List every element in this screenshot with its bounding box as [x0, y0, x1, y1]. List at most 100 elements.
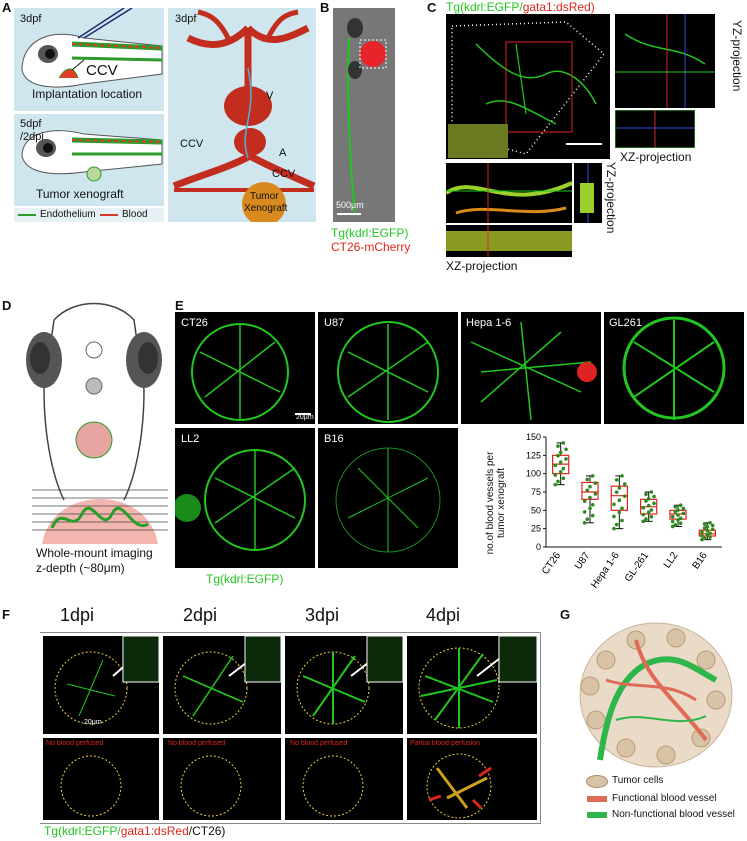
data-point — [617, 486, 622, 490]
tile-ct26-label: CT26 — [181, 317, 208, 329]
y-tick-label: 100 — [526, 469, 541, 479]
data-point — [673, 509, 678, 514]
zebrafish-5dpf-illustration — [21, 130, 163, 182]
blood-swatch — [100, 214, 118, 216]
tp-4dpi: 4dpi — [426, 605, 461, 625]
legend-func: Functional blood vessel — [612, 793, 717, 804]
yz-projection-right-image — [615, 14, 715, 108]
tile-ll2-label: LL2 — [181, 433, 200, 445]
data-point — [556, 444, 560, 448]
data-point — [649, 490, 654, 494]
stage-3dpf-left: 3dpf — [20, 13, 42, 25]
data-point — [561, 441, 566, 445]
data-point — [676, 513, 680, 517]
panel-c-yz-lower — [574, 163, 602, 223]
heart-vessel-illustration — [172, 9, 316, 226]
data-point — [641, 519, 646, 524]
tile-u87-vessels — [337, 321, 439, 423]
zebrafish-fluorescence — [337, 18, 387, 215]
endothelium-swatch — [18, 214, 36, 216]
panel-c-main — [446, 14, 610, 159]
data-point — [681, 511, 686, 516]
y-tick-label: 0 — [536, 542, 541, 552]
note-3: No blood perfused — [290, 740, 348, 747]
legend-nonfunc-swatch — [587, 812, 607, 818]
yz-projection-label-1: YZ-projection — [730, 20, 744, 92]
tp-3dpi: 3dpi — [305, 605, 340, 625]
tile-gl261 — [604, 312, 744, 424]
f-scale: 20μm — [84, 719, 102, 726]
data-point — [670, 514, 675, 519]
data-point — [617, 498, 622, 503]
f-top-2-img — [174, 635, 282, 725]
f-top-3 — [285, 635, 404, 734]
note-2: No blood perfused — [168, 740, 226, 747]
data-point — [702, 526, 707, 530]
data-point — [582, 499, 587, 503]
data-point — [553, 482, 558, 487]
data-point — [644, 517, 648, 521]
panel-b-line1: Tg(kdrl:EGFP) — [331, 226, 409, 240]
y-tick-label: 75 — [531, 487, 541, 497]
tile-b16-vessels — [335, 447, 441, 553]
data-point — [612, 514, 616, 519]
endothelium-legend: Endothelium — [40, 209, 96, 220]
panel-c-title-red: gata1:dsRed) — [522, 0, 595, 14]
vessel-confocal-main — [448, 21, 606, 158]
tile-gl261-label: GL261 — [609, 317, 643, 329]
f-bottom-4-img — [426, 753, 492, 819]
data-point — [700, 533, 704, 538]
note-1: No blood perfused — [46, 740, 104, 747]
panel-label-g: G — [560, 607, 571, 622]
vessel-confocal-lower — [444, 163, 573, 223]
data-point — [612, 526, 616, 531]
panel-b-scale: 500μm — [336, 200, 364, 210]
panel-e-footer: Tg(kdrl:EGFP) — [206, 572, 284, 586]
data-point — [617, 510, 622, 515]
data-point — [558, 450, 563, 455]
data-point — [590, 513, 595, 518]
data-point — [673, 505, 678, 509]
data-point — [700, 530, 704, 534]
data-point — [620, 506, 624, 511]
tp-2dpi: 2dpi — [183, 605, 218, 625]
tile-hepa-vessels — [470, 321, 597, 421]
data-point — [588, 495, 592, 500]
data-point — [676, 508, 680, 512]
atrium-label: A — [279, 147, 287, 159]
stage-5dpf: 5dpf — [20, 118, 42, 130]
data-point — [670, 519, 675, 524]
panel-c-xz-right — [614, 109, 696, 149]
box — [610, 485, 629, 511]
data-point — [649, 515, 654, 519]
tile-u87 — [318, 312, 458, 424]
panel-g-illustration — [576, 620, 736, 770]
data-point — [676, 518, 680, 522]
data-point — [585, 517, 590, 521]
data-point — [614, 478, 619, 482]
y-tick-label: 50 — [531, 505, 541, 515]
ccv-left-label: CCV — [180, 138, 204, 150]
panel-f-footer-red: gata1:dsRed — [120, 824, 189, 838]
panel-label-d: D — [2, 298, 12, 313]
f-bottom-4 — [407, 738, 537, 820]
panel-d-caption2: z-depth (~80μm) — [36, 561, 125, 575]
zebrafish-3dpf-illustration — [21, 7, 163, 88]
data-point — [561, 466, 566, 471]
ventricle-label: V — [266, 90, 274, 102]
data-point — [582, 510, 587, 514]
data-point — [564, 457, 568, 461]
data-point — [646, 503, 651, 508]
tile-hepa — [461, 312, 601, 424]
data-point — [705, 524, 710, 529]
f-bottom-1 — [43, 738, 159, 820]
boxplot-ylabel: no.of blood vessels per tumor xenograft — [485, 451, 507, 555]
data-point — [702, 522, 707, 526]
data-point — [622, 494, 627, 498]
data-point — [564, 447, 568, 452]
data-point — [700, 537, 704, 542]
box — [551, 454, 570, 475]
tile-ct26 — [175, 312, 315, 424]
panel-d-caption1: Whole-mount imaging — [36, 546, 153, 560]
